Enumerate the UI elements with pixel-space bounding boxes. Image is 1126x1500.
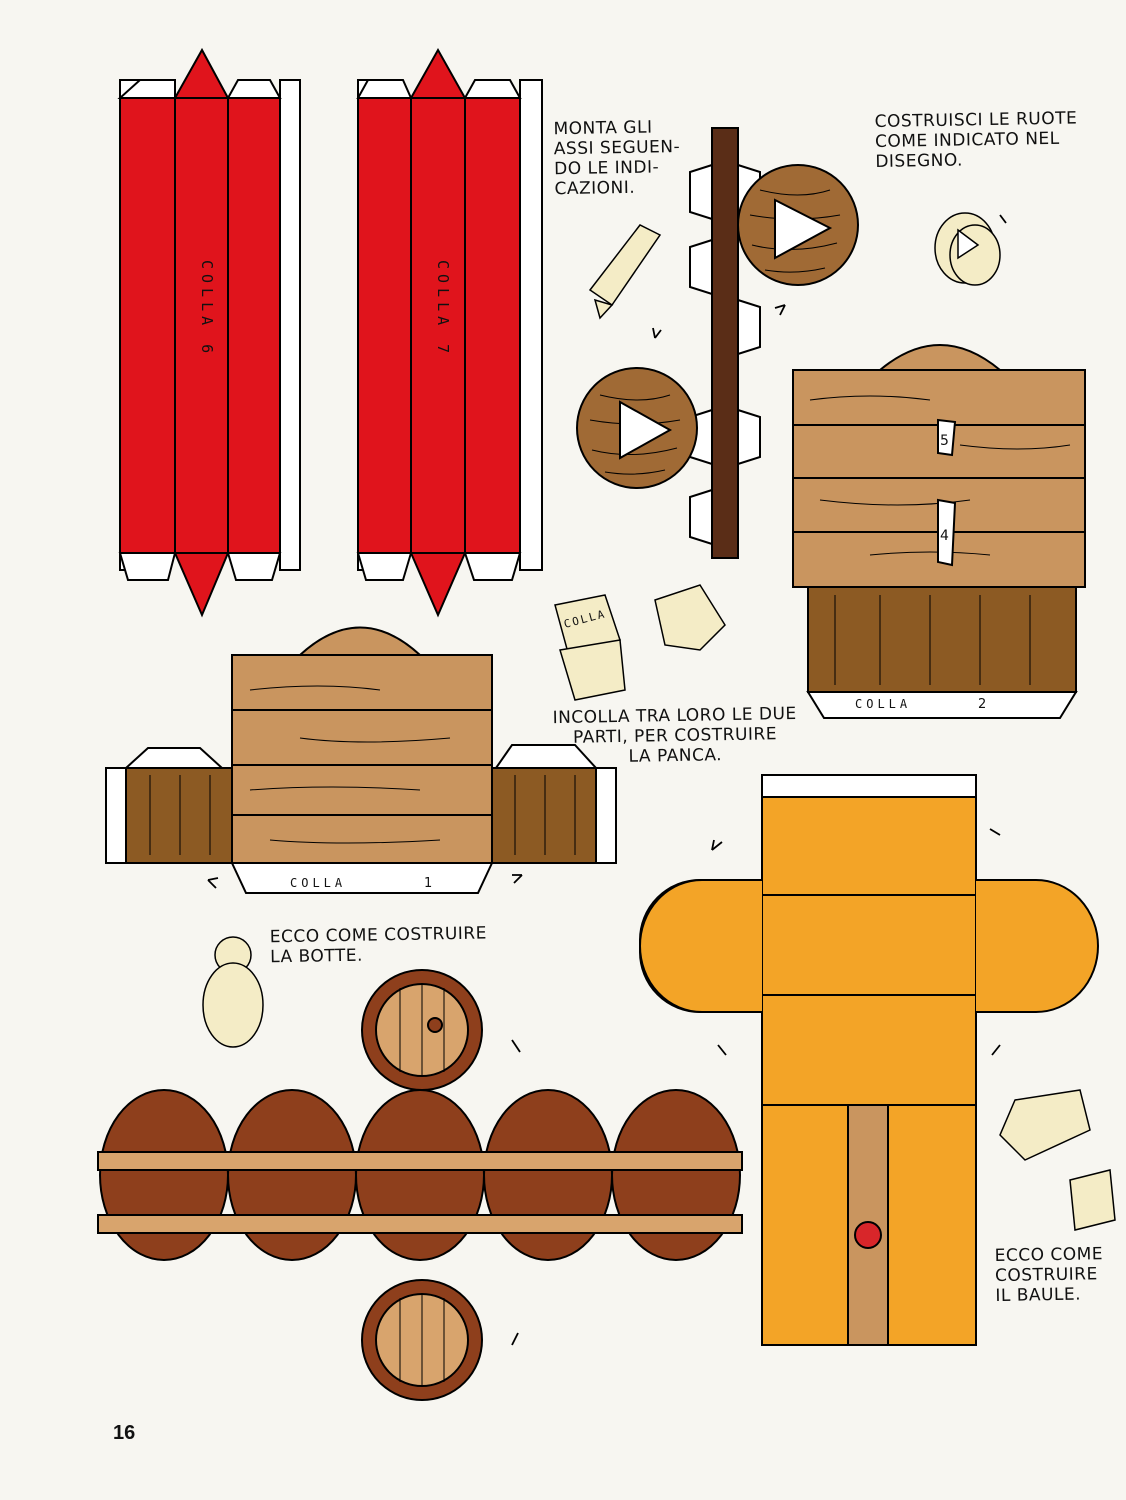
colla-2-word: COLLA [855,697,911,711]
red-prism-colla-6 [117,47,301,618]
colla-2-num: 2 [978,697,986,712]
wheels-instruction: COSTRUISCI LE RUOTE COME INDICATO NEL DI… [874,108,1078,173]
page-number: 16 [113,1422,136,1444]
chest-instruction: ECCO COME COSTRUIRE IL BAULE. [994,1244,1104,1307]
colla-6-label: COLLA 6 [198,260,216,358]
red-prism-colla-7 [356,47,543,618]
bench-back-piece [792,344,1086,719]
bench-seat-piece [105,626,617,894]
barrel-assembly-diagram [202,936,264,1048]
bench-5-label: 5 [940,433,949,449]
wheel-assembly-diagram [934,212,1001,286]
bench-instruction: INCOLLA TRA LORO LE DUE PARTI, PER COSTR… [552,703,797,767]
axles-instruction: MONTA GLI ASSI SEGUEN- DO LE INDI- CAZIO… [553,117,681,200]
chest-assembly-diagram [999,1089,1116,1231]
assembly-arrows [207,214,1007,1346]
axle-assembly-diagram [588,224,662,320]
bench-4-label: 4 [940,528,949,544]
chest-piece [639,774,1099,1346]
barrel-instruction: ECCO COME COSTRUIRE LA BOTTE. [269,923,488,968]
barrel-piece [97,969,743,1401]
axle-assembly [576,127,859,559]
colla-1-word: COLLA [290,876,346,890]
colla-7-label: COLLA 7 [434,260,452,358]
bench-assembly-diagram [554,584,726,701]
colla-1-num: 1 [424,876,432,891]
